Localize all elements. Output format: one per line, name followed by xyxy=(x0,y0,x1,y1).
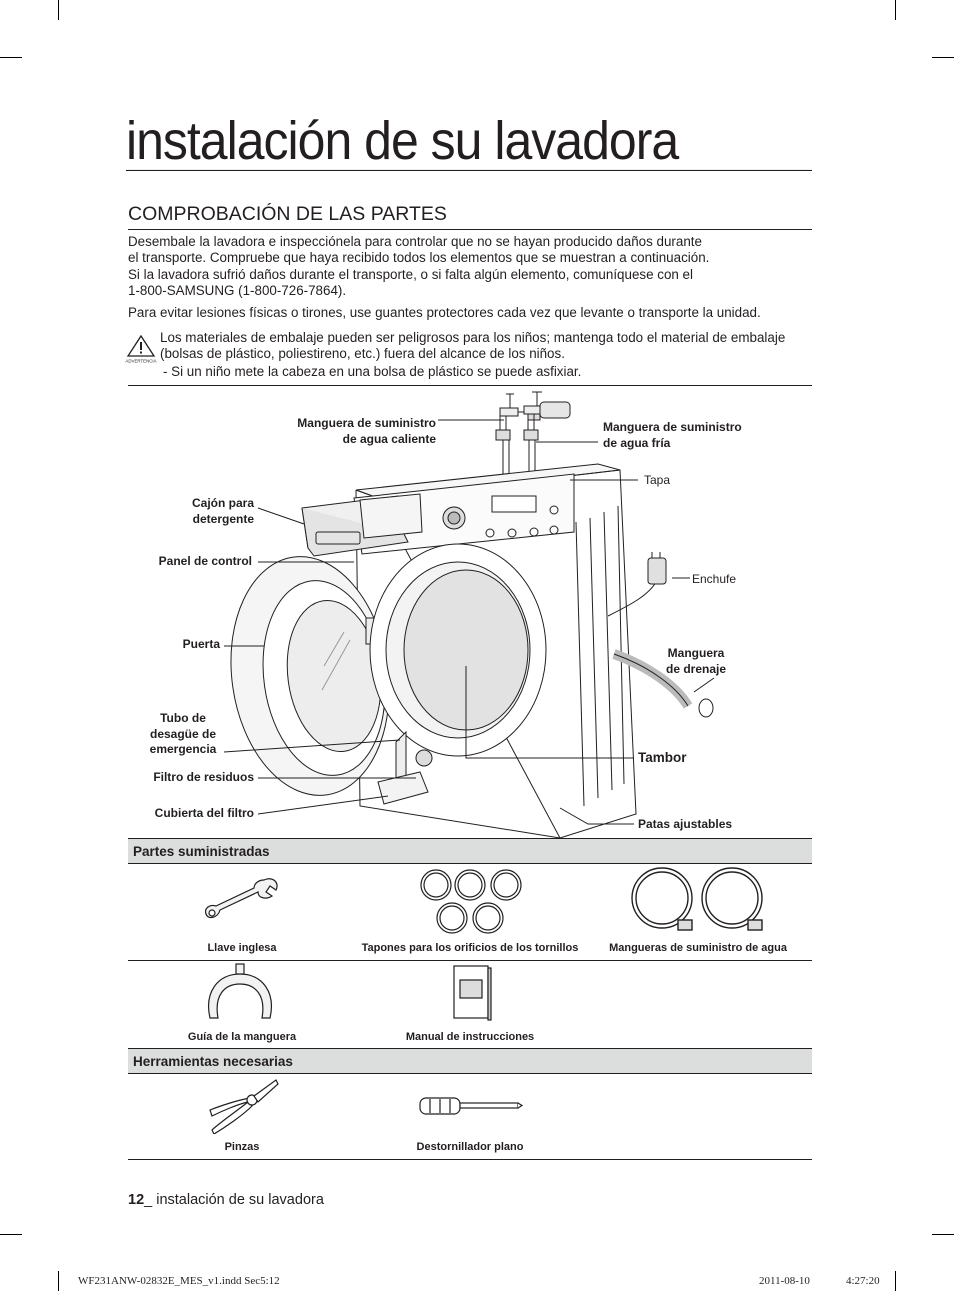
label-line: de agua fría xyxy=(603,435,671,450)
page-footer-label: _ instalación de su lavadora xyxy=(144,1192,324,1208)
divider xyxy=(128,960,812,961)
intro-line: 1-800-SAMSUNG (1-800-726-7864). xyxy=(128,283,347,299)
pliers-icon xyxy=(209,1079,279,1134)
intro-line: el transporte. Compruebe que haya recibi… xyxy=(128,250,710,266)
intro-line: Si la lavadora sufrió daños durante el t… xyxy=(128,266,693,282)
label-line: Manguera xyxy=(667,646,725,660)
warning-bullet: - Si un niño mete la cabeza en una bolsa… xyxy=(163,364,582,379)
faucet-icon xyxy=(523,391,571,441)
warning-text: Los materiales de embalaje pueden ser pe… xyxy=(160,330,786,362)
crop-mark xyxy=(932,1234,954,1235)
label-drain-hose: Manguera de drenaje xyxy=(654,646,738,677)
slug-file: WF231ANW-02832E_MES_v1.indd Sec5:12 xyxy=(78,1275,280,1287)
label-line: Manguera de suministro xyxy=(603,420,742,434)
caption-wrench: Llave inglesa xyxy=(207,942,277,954)
crop-mark xyxy=(58,1271,59,1291)
label-feet: Patas ajustables xyxy=(638,817,733,831)
page-footer: 12_ instalación de su lavadora xyxy=(128,1192,324,1208)
label-line: desagüe de xyxy=(149,726,217,741)
crop-mark xyxy=(895,1271,896,1291)
label-line: de agua caliente xyxy=(342,431,436,446)
label-line: Manguera de suministro xyxy=(297,416,436,430)
washer-illustration xyxy=(223,391,715,838)
screw-cap-icon xyxy=(420,869,522,934)
intro-paragraph: Desembale la lavadora e inspecciónela pa… xyxy=(128,234,818,300)
label-line: Tubo de xyxy=(160,711,206,725)
label-control-panel: Panel de control xyxy=(158,554,252,568)
slug-time: 4:27:20 xyxy=(846,1275,880,1287)
water-hose-icon xyxy=(631,867,763,931)
label-detergent: Cajón para detergente xyxy=(154,496,254,527)
caption-pliers: Pinzas xyxy=(224,1141,260,1153)
label-line: emergencia xyxy=(149,742,217,756)
slug-date: 2011-08-10 xyxy=(759,1275,810,1287)
washer-diagram: Manguera de suministro de agua caliente … xyxy=(128,386,812,838)
crop-mark xyxy=(895,0,896,20)
caption-water-hoses: Mangueras de suministro de agua xyxy=(609,942,787,954)
label-line: detergente xyxy=(192,511,254,526)
label-plug: Enchufe xyxy=(692,572,737,586)
label-filter: Filtro de residuos xyxy=(153,770,254,784)
label-line: de drenaje xyxy=(665,661,727,676)
divider xyxy=(128,1159,812,1160)
warning-icon: ADVERTENCIA xyxy=(125,334,157,364)
label-door: Puerta xyxy=(182,637,220,651)
caption-manual: Manual de instrucciones xyxy=(405,1031,535,1043)
label-hot-hose: Manguera de suministro de agua caliente xyxy=(276,416,436,447)
crop-mark xyxy=(932,57,954,58)
tools-header: Herramientas necesarias xyxy=(128,1048,812,1074)
crop-mark xyxy=(0,57,22,58)
gloves-paragraph: Para evitar lesiones físicas o tirones, … xyxy=(128,305,761,320)
intro-line: Desembale la lavadora e inspecciónela pa… xyxy=(128,234,702,249)
divider xyxy=(128,385,812,386)
label-drum: Tambor xyxy=(638,750,687,765)
caption-screwdriver: Destornillador plano xyxy=(416,1141,524,1153)
label-lid: Tapa xyxy=(644,473,671,487)
section-title: COMPROBACIÓN DE LAS PARTES xyxy=(128,203,812,230)
caption-hose-guide: Guía de la manguera xyxy=(187,1031,297,1043)
page-title: instalación de su lavadora xyxy=(126,114,812,171)
label-filter-cover: Cubierta del filtro xyxy=(154,806,254,820)
warning-icon-label: ADVERTENCIA xyxy=(125,359,156,364)
supplied-header: Partes suministradas xyxy=(128,838,812,864)
page-number: 12 xyxy=(128,1192,145,1208)
manual-icon xyxy=(453,965,492,1021)
label-emergency-tube: Tubo de desagüe de emergencia xyxy=(138,711,228,758)
label-line: Cajón para xyxy=(191,496,254,510)
crop-mark xyxy=(58,0,59,20)
label-cold-hose: Manguera de suministro de agua fría xyxy=(603,420,773,451)
screwdriver-icon xyxy=(419,1097,524,1115)
crop-mark xyxy=(0,1234,22,1235)
wrench-icon xyxy=(205,878,278,919)
hose-guide-icon xyxy=(208,963,272,1019)
caption-screw-caps: Tapones para los orificios de los tornil… xyxy=(361,942,579,954)
